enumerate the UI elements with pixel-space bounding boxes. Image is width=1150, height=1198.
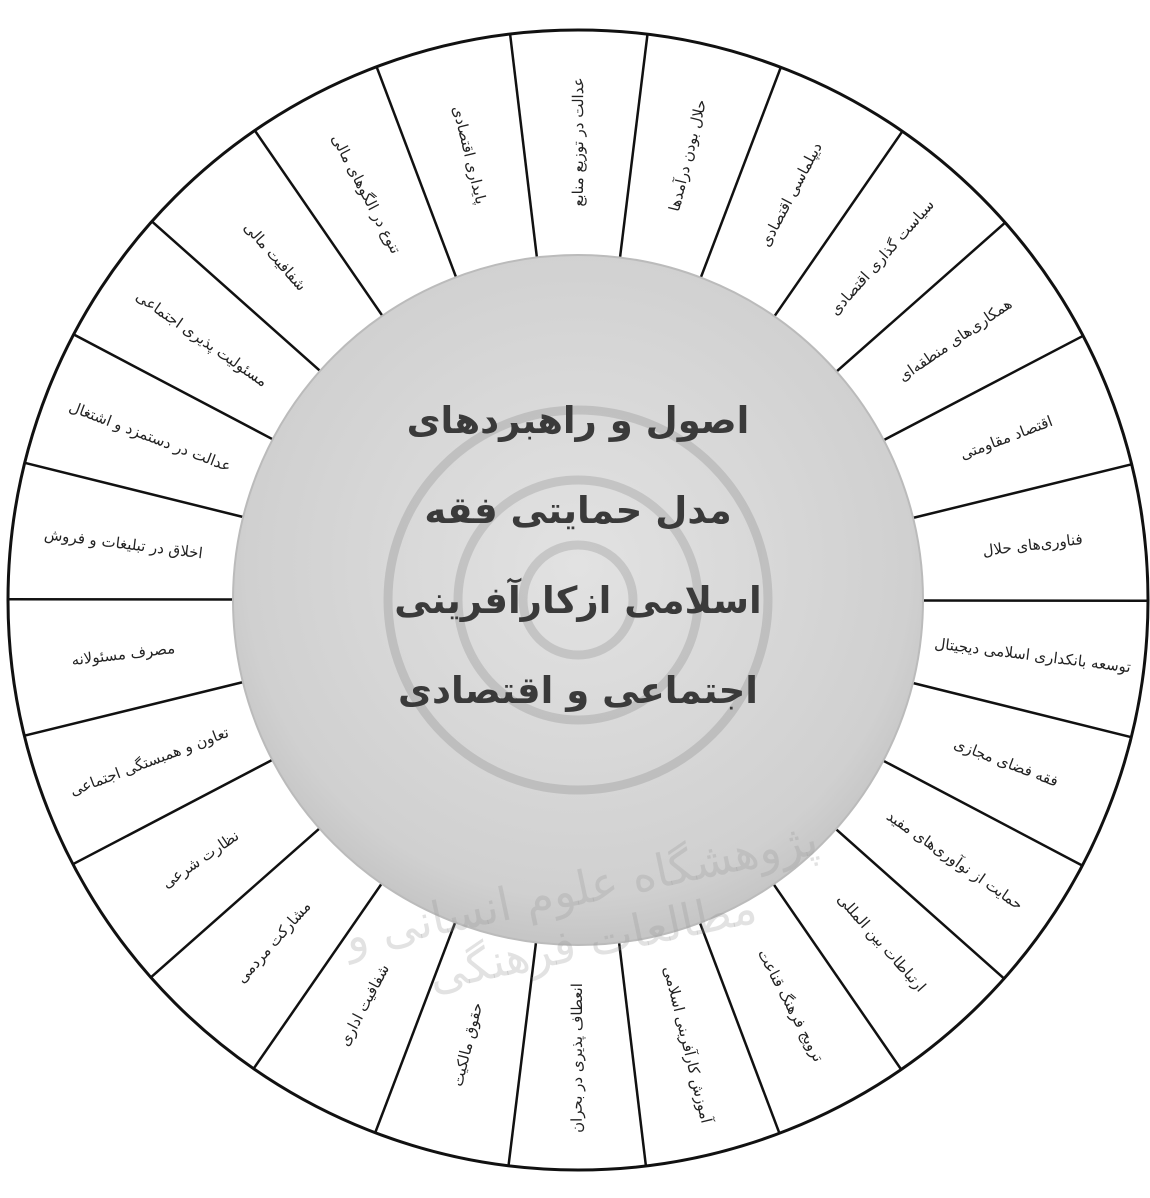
center-title-line-3: اسلامی ازکارآفرینی [394, 577, 761, 622]
segment-label: انعطاف پذیری در بحران [568, 983, 587, 1133]
center-title-line-2: مدل حمایتی فقه [424, 489, 731, 532]
center-title-line-4: اجتماعی و اقتصادی [398, 669, 758, 712]
segment-label: عدالت در توزیع منابع [569, 77, 587, 206]
center-title-line-1: اصول و راهبردهای [407, 399, 750, 442]
